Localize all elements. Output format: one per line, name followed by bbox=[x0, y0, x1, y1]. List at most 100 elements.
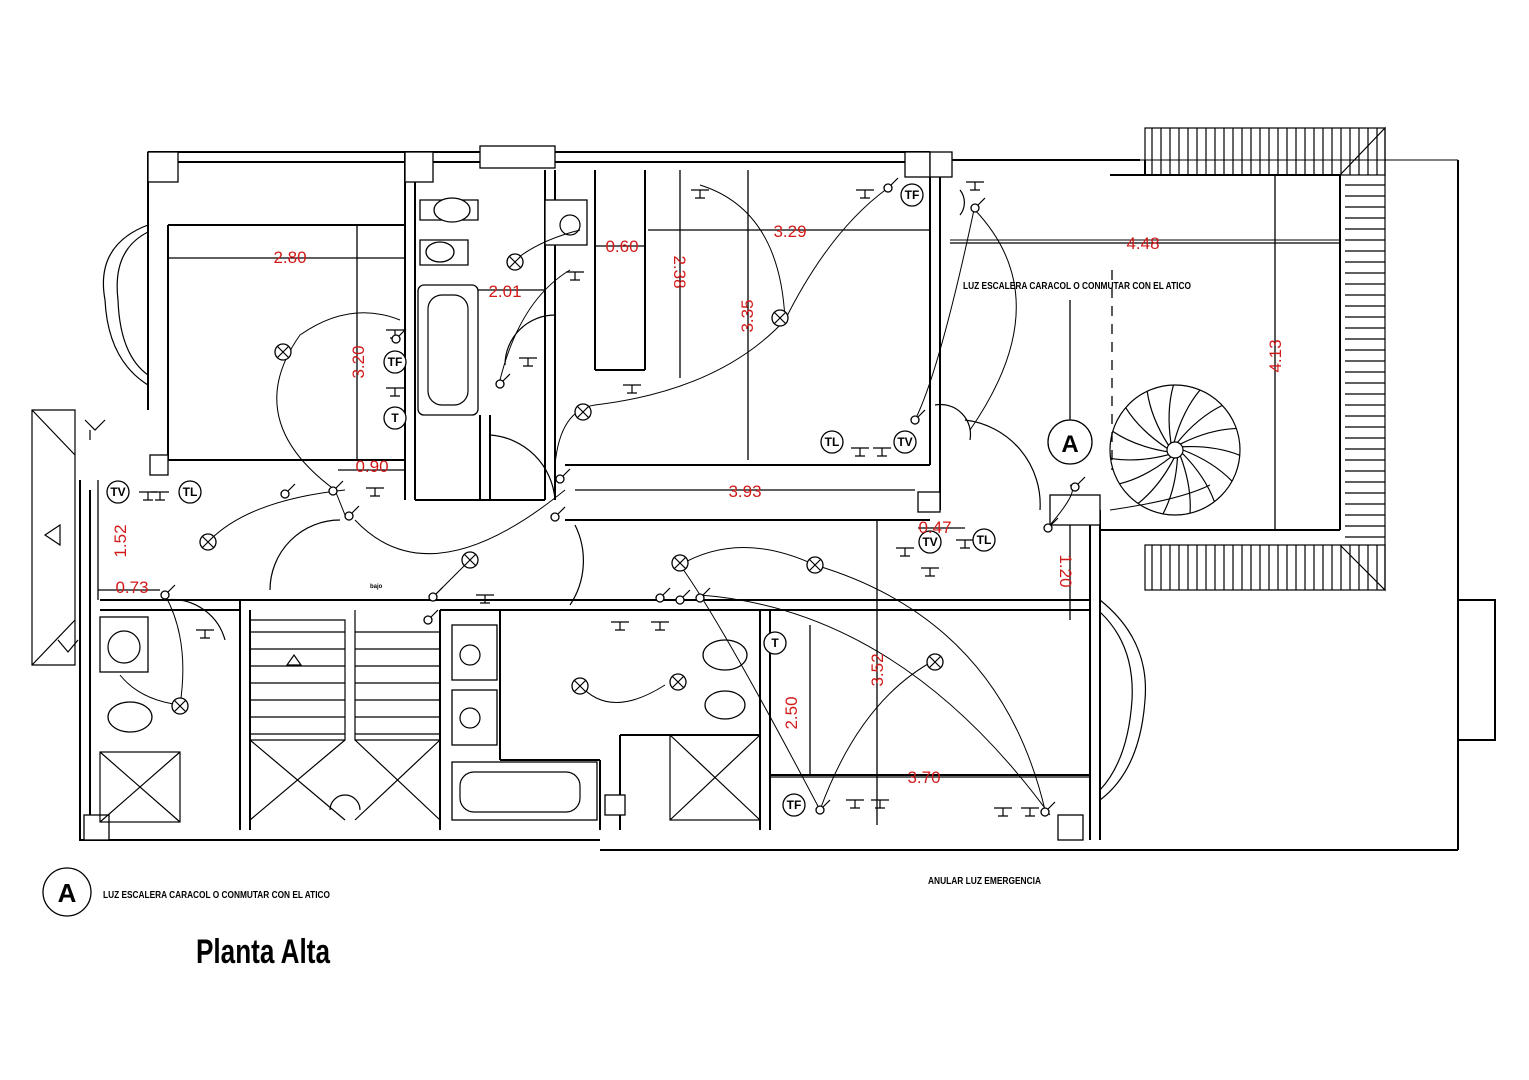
dim-2-80: 2.80 bbox=[273, 248, 306, 267]
spiral-tread bbox=[1181, 452, 1216, 502]
outlet-mark bbox=[994, 807, 1012, 817]
dim-3-29: 3.29 bbox=[773, 222, 806, 241]
outlet-mark bbox=[921, 567, 939, 577]
light-point-cross bbox=[773, 311, 787, 325]
main-staircase bbox=[249, 610, 441, 821]
outlet-mark bbox=[386, 387, 404, 397]
outlet-mark bbox=[956, 539, 974, 549]
light-point-cross bbox=[928, 655, 942, 669]
spiral-tread bbox=[1180, 427, 1237, 445]
legend-note: LUZ ESCALERA CARACOL O CONMUTAR CON EL A… bbox=[103, 890, 330, 901]
switch-point bbox=[423, 615, 433, 625]
switch-lever bbox=[917, 409, 926, 418]
symbol-tv-1: TV bbox=[106, 480, 130, 504]
outlet-mark bbox=[851, 447, 869, 457]
symbol-tl-1: TL bbox=[178, 480, 202, 504]
doors bbox=[164, 189, 1041, 641]
switch-point bbox=[555, 474, 565, 484]
symbol-tl-2: TL bbox=[820, 430, 844, 454]
left-balcony bbox=[31, 409, 106, 666]
dim-3-20: 3.20 bbox=[349, 345, 368, 378]
switch-lever bbox=[682, 589, 691, 598]
symbol-t-label: T bbox=[391, 411, 399, 425]
switch-lever bbox=[287, 483, 296, 492]
spiral-tread bbox=[1137, 457, 1175, 504]
dim-3-35: 3.35 bbox=[738, 299, 757, 332]
switch-point bbox=[328, 486, 338, 496]
switch-point bbox=[391, 334, 401, 344]
switch-point bbox=[1040, 807, 1050, 817]
symbol-tv-label: TV bbox=[922, 535, 937, 549]
switch-lever bbox=[430, 609, 439, 618]
switch-lever bbox=[977, 197, 986, 206]
switch-points bbox=[160, 177, 1086, 817]
switch-lever bbox=[398, 328, 407, 337]
dim-2-50: 2.50 bbox=[782, 696, 801, 729]
light-point-cross bbox=[201, 535, 215, 549]
outlet-mark bbox=[651, 621, 669, 631]
dim-1-52: 1.52 bbox=[111, 524, 130, 557]
label-bajo: bajo bbox=[370, 584, 383, 590]
spiral-tread bbox=[1119, 456, 1172, 485]
symbol-tf-label: TF bbox=[905, 188, 920, 202]
spiral-tread bbox=[1125, 407, 1168, 449]
switch-point bbox=[428, 592, 438, 602]
spiral-tread bbox=[1173, 389, 1201, 443]
switch-point bbox=[883, 183, 893, 193]
switch-lever bbox=[890, 177, 899, 186]
dim-0-73: 0.73 bbox=[115, 578, 148, 597]
spiral-tread bbox=[1168, 384, 1175, 444]
symbol-tf-1: TF bbox=[383, 350, 407, 374]
outlet-mark bbox=[1021, 807, 1039, 817]
dim-2-01: 2.01 bbox=[488, 282, 521, 301]
spiral-tread bbox=[1182, 449, 1233, 482]
symbol-tl-label: TL bbox=[977, 533, 992, 547]
note-spiral-light-top: LUZ ESCALERA CARACOL O CONMUTAR CON EL A… bbox=[963, 281, 1191, 292]
switch-point bbox=[970, 203, 980, 213]
switch-lever bbox=[662, 587, 671, 596]
bay-window-right bbox=[1099, 599, 1147, 801]
symbol-tv-label: TV bbox=[897, 435, 912, 449]
switch-point bbox=[160, 590, 170, 600]
outlet-mark bbox=[476, 594, 494, 604]
bathroom-fixtures bbox=[99, 197, 761, 823]
switch-lever bbox=[1050, 517, 1059, 526]
symbol-tl-label: TL bbox=[825, 435, 840, 449]
outlet-mark bbox=[623, 384, 641, 394]
outlet-mark bbox=[566, 271, 584, 281]
outlet-mark bbox=[519, 357, 537, 367]
legend-section-marker: A bbox=[58, 878, 77, 908]
dim-2-38: 2.38 bbox=[670, 255, 689, 288]
light-point-cross bbox=[463, 553, 477, 567]
dim-1-20: 1.20 bbox=[1056, 554, 1075, 587]
note-emergency-light: ANULAR LUZ EMERGENCIA bbox=[928, 876, 1041, 887]
switch-point bbox=[280, 489, 290, 499]
switch-lever bbox=[557, 506, 566, 515]
switch-lever bbox=[702, 587, 711, 596]
symbol-t-label: T bbox=[771, 636, 779, 650]
light-point-cross bbox=[808, 558, 822, 572]
spiral-tread bbox=[1110, 454, 1169, 461]
dim-0-47: 0.47 bbox=[918, 518, 951, 537]
switch-point bbox=[655, 593, 665, 603]
outlet-mark bbox=[196, 629, 214, 639]
switch-lever bbox=[167, 584, 176, 593]
outlet-mark bbox=[139, 491, 157, 501]
spiral-tread bbox=[1112, 430, 1168, 453]
switch-point bbox=[1043, 523, 1053, 533]
spiral-tread bbox=[1182, 445, 1241, 456]
symbol-tf-label: TF bbox=[787, 798, 802, 812]
symbol-t-2: T bbox=[763, 631, 787, 655]
bay-window-left bbox=[102, 224, 149, 386]
switch-point bbox=[695, 593, 705, 603]
section-marker-label: A bbox=[1061, 431, 1078, 458]
light-point-cross bbox=[276, 345, 290, 359]
outlet-mark bbox=[151, 491, 169, 501]
spiral-tread bbox=[1146, 391, 1170, 446]
outlet-marks bbox=[139, 181, 1039, 817]
dim-3-70: 3.70 bbox=[907, 768, 940, 787]
switch-point bbox=[495, 379, 505, 389]
outlet-mark bbox=[691, 189, 709, 199]
spiral-tread bbox=[1177, 404, 1223, 443]
